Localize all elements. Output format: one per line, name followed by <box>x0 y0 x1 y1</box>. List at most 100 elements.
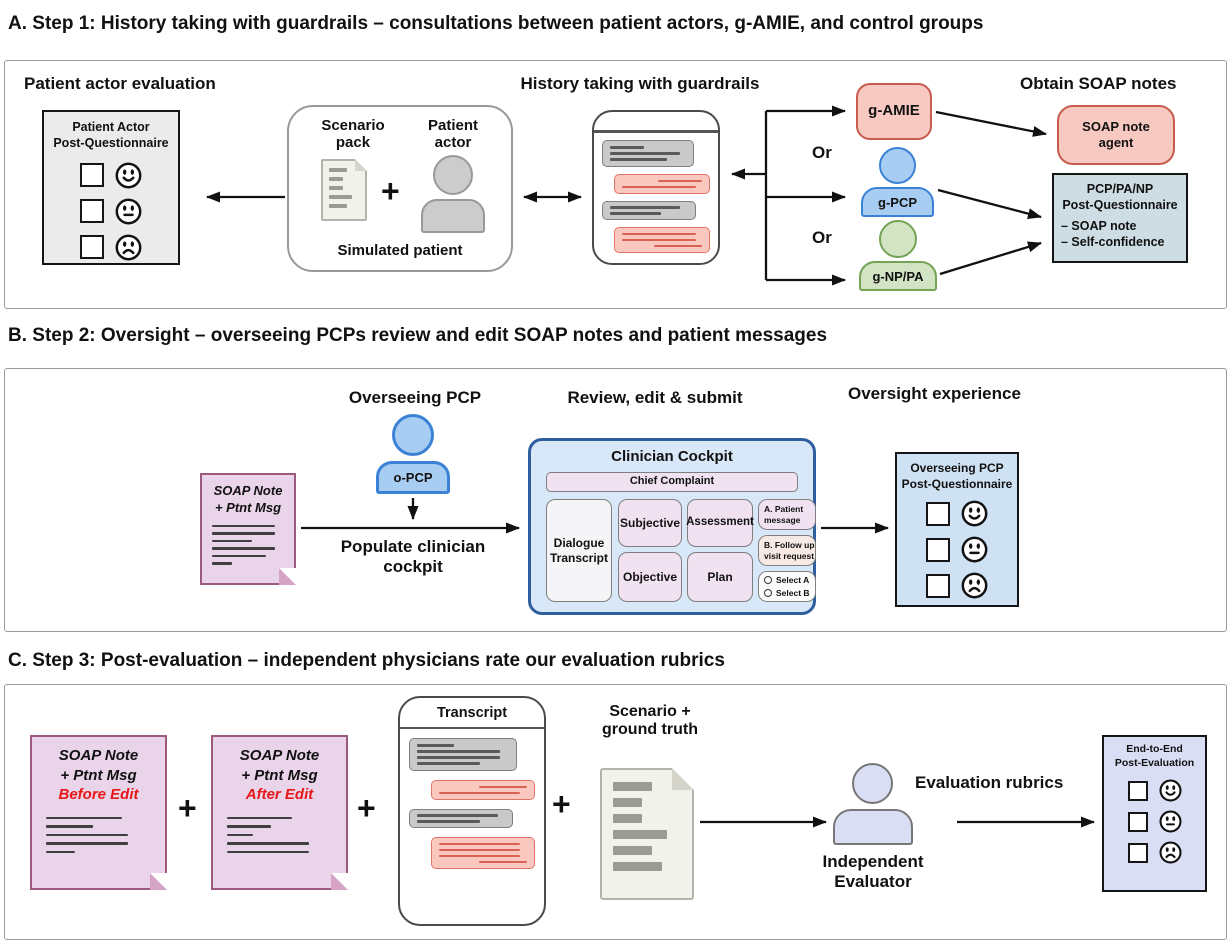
chat-bubble-patient <box>614 226 710 253</box>
checkbox <box>1127 842 1148 863</box>
smiley-neutral-icon <box>115 198 142 225</box>
radio-select-a <box>764 575 772 584</box>
g-np-pa-label: g-NP/PA <box>859 261 937 291</box>
page-fold <box>331 873 348 890</box>
or-label-1: Or <box>812 143 832 162</box>
chat-bubble-patient <box>431 779 535 800</box>
plus-sign: + <box>357 790 376 826</box>
smiley-sad-icon <box>1158 841 1182 864</box>
history-taking-header: History taking with guardrails <box>520 74 760 93</box>
plus-sign: + <box>178 790 197 826</box>
questionnaire-row <box>926 500 988 527</box>
smiley-happy-icon <box>961 500 988 527</box>
chat-bubble-doctor <box>409 738 517 771</box>
cockpit-title: Clinician Cockpit <box>611 448 733 465</box>
questionnaire-row <box>80 198 142 225</box>
smiley-neutral-icon <box>961 536 988 563</box>
clinician-cockpit: Clinician Cockpit Chief Complaint Dialog… <box>528 438 816 615</box>
chat-bubble-patient <box>614 173 710 194</box>
obtain-soap-notes-header: Obtain SOAP notes <box>1020 74 1177 93</box>
questionnaire-rows <box>44 162 178 261</box>
soap-note-before-edit-doc: SOAP Note+ Ptnt Msg Before Edit <box>30 735 167 890</box>
questionnaire-row <box>926 572 988 599</box>
scenario-pack-icon <box>321 159 367 221</box>
questionnaire-title: PCP/PA/NP Post-Questionnaire <box>1062 182 1178 213</box>
after-edit-label: After Edit <box>245 786 314 803</box>
questionnaire-title: End-to-End Post-Evaluation <box>1114 743 1195 769</box>
questionnaire-title: Overseeing PCP Post-Questionnaire <box>901 461 1013 491</box>
checkbox <box>1127 780 1148 801</box>
smiley-sad-icon <box>961 572 988 599</box>
radio-select-b <box>764 589 772 598</box>
assessment-field: Assessment <box>686 499 754 547</box>
doc-title: SOAP Note+ Ptnt Msg After Edit <box>239 747 320 803</box>
checkbox <box>1127 811 1148 832</box>
transcript-title: Transcript <box>400 698 544 729</box>
evaluation-rubrics-label: Evaluation rubrics <box>915 773 1064 792</box>
overseeing-pcp-post-questionnaire: Overseeing PCP Post-Questionnaire <box>895 452 1019 607</box>
questionnaire-row <box>80 162 142 189</box>
questionnaire-title: Patient Actor Post-Questionnaire <box>53 120 169 151</box>
chat-bubble-doctor <box>409 809 513 828</box>
scenario-ground-truth-header: Scenario +ground truth <box>602 703 698 739</box>
checkbox <box>80 163 104 187</box>
smiley-neutral-icon <box>1158 810 1182 833</box>
pcp-pa-np-post-questionnaire: PCP/PA/NP Post-Questionnaire – SOAP note… <box>1052 173 1188 263</box>
doc-title: SOAP Note+ Ptnt Msg <box>213 483 283 515</box>
plus-sign: + <box>552 786 571 822</box>
before-edit-label: Before Edit <box>58 786 139 803</box>
checkbox <box>80 199 104 223</box>
questionnaire-rows <box>897 500 1017 599</box>
step1-title: A. Step 1: History taking with guardrail… <box>8 13 984 34</box>
page-fold <box>150 873 167 890</box>
chief-complaint-field: Chief Complaint <box>546 472 798 492</box>
simulated-patient-caption: Simulated patient <box>337 242 463 259</box>
questionnaire-row <box>926 536 988 563</box>
plus-sign: + <box>381 173 400 209</box>
checkbox <box>926 537 950 562</box>
g-amie-box: g-AMIE <box>856 83 932 140</box>
questionnaire-rows <box>1104 779 1205 864</box>
doc-title: SOAP Note+ Ptnt Msg Before Edit <box>58 747 139 803</box>
chat-bubble-doctor <box>602 201 696 220</box>
checkbox <box>926 573 950 598</box>
checkbox <box>80 235 104 259</box>
questionnaire-row <box>1127 841 1182 864</box>
questionnaire-row <box>1127 779 1182 802</box>
questionnaire-items: – SOAP note – Self-confidence <box>1061 218 1165 250</box>
transcript-phone: Transcript <box>398 696 546 926</box>
g-pcp-label: g-PCP <box>861 187 934 217</box>
checkbox <box>926 501 950 526</box>
patient-actor-post-questionnaire: Patient Actor Post-Questionnaire <box>42 110 180 265</box>
consultation-chat-phone <box>592 110 720 265</box>
simulated-patient-box: Scenario pack Patient actor + Simulated … <box>287 105 513 272</box>
review-edit-submit-header: Review, edit & submit <box>567 388 743 407</box>
subjective-field: Subjective <box>618 499 682 547</box>
objective-field: Objective <box>618 552 682 602</box>
page-fold <box>672 768 694 790</box>
chat-bubble-patient <box>431 836 535 869</box>
patient-actor-evaluation-header: Patient actor evaluation <box>24 74 216 93</box>
smiley-happy-icon <box>115 162 142 189</box>
questionnaire-row <box>1127 810 1182 833</box>
o-pcp-label: o-PCP <box>376 461 450 494</box>
patient-actor-label: Patient actor <box>427 117 478 152</box>
oversight-experience-header: Oversight experience <box>848 384 1021 403</box>
overseeing-pcp-header: Overseeing PCP <box>348 388 482 407</box>
step2-title: B. Step 2: Oversight – overseeing PCPs r… <box>8 325 828 346</box>
scenario-pack-label: Scenario pack <box>321 117 385 152</box>
chat-bubble-doctor <box>602 140 694 167</box>
plan-field: Plan <box>687 552 753 602</box>
smiley-sad-icon <box>115 234 142 261</box>
or-label-2: Or <box>812 228 832 247</box>
step3-title: C. Step 3: Post-evaluation – independent… <box>8 650 725 671</box>
page-fold <box>279 568 296 585</box>
soap-note-after-edit-doc: SOAP Note+ Ptnt Msg After Edit <box>211 735 348 890</box>
